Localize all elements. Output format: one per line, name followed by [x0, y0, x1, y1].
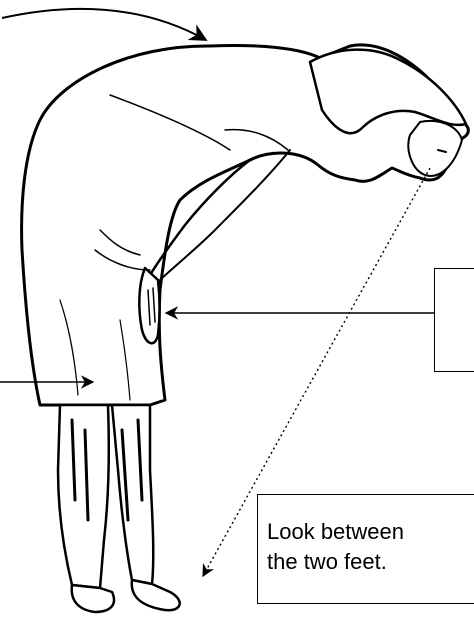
callout-box-hands — [434, 268, 474, 372]
callout-text-line-1: Look between — [267, 517, 474, 547]
callout-box-gaze: Look between the two feet. — [257, 494, 474, 604]
curved-arrow-icon — [2, 9, 206, 40]
callout-text-line-2: the two feet. — [267, 547, 474, 577]
